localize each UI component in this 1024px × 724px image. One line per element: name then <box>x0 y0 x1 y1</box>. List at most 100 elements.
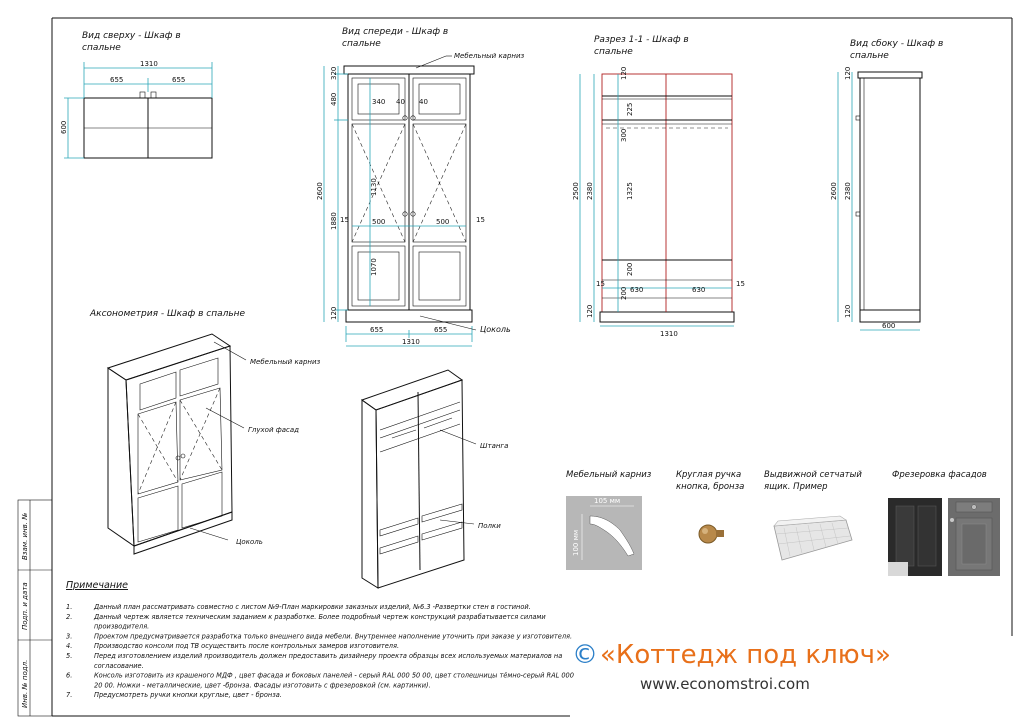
dim-front-h2: 480 <box>330 93 338 106</box>
dim-side-h4: 120 <box>844 305 852 318</box>
dim-front-i9: 1070 <box>370 258 378 276</box>
swatch-knob-title-2: кнопка, бронза <box>676 482 744 492</box>
note-line: Данный чертеж является техническим задан… <box>93 613 546 621</box>
dim-front-i1: 340 <box>372 98 385 106</box>
top-view: Вид сверху - Шкаф в спальне 1310 655 655… <box>60 31 213 159</box>
side-view: Вид сбоку - Шкаф в спальне 120 2600 2380… <box>830 39 943 331</box>
note-number: 1. <box>66 603 72 611</box>
side-view-title-2: спальне <box>850 51 889 61</box>
dim-side-h1: 120 <box>844 67 852 80</box>
interior-view: Штанга Полки <box>360 369 508 589</box>
note-line: 20 00. Ножки - металлические, цвет -брон… <box>94 681 431 689</box>
dim-front-h4: 1880 <box>330 212 338 230</box>
note-number: 4. <box>66 642 72 650</box>
swatch-cornice: Мебельный карниз 105 мм 100 мм <box>566 470 652 570</box>
dim-top-total: 1310 <box>140 60 158 68</box>
front-cornice-label: Мебельный карниз <box>454 52 525 60</box>
note-number: 2. <box>66 613 72 621</box>
dim-section-h2: 225 <box>626 103 634 116</box>
dim-front-h1: 320 <box>330 67 338 80</box>
dim-section-wt: 1310 <box>660 330 678 338</box>
dim-top-a: 655 <box>110 76 123 84</box>
dim-front-i7: 15 <box>340 216 349 224</box>
swatch-cornice-height: 100 мм <box>572 530 580 556</box>
brand-name: «Коттедж под ключ» <box>600 640 891 670</box>
dim-top-depth: 600 <box>60 121 68 134</box>
swatch-milling-title: Фрезеровка фасадов <box>892 470 987 480</box>
dim-front-w1: 655 <box>370 326 383 334</box>
notes-block: Примечание 1. Данный план рассматривать с… <box>66 580 574 699</box>
dim-section-w1: 630 <box>630 286 643 294</box>
swatch-basket-title: Выдвижной сетчатый <box>764 470 862 480</box>
swatch-knob-title: Круглая ручка <box>676 470 741 480</box>
dim-top-b: 655 <box>172 76 185 84</box>
dim-section-h9: 120 <box>586 305 594 318</box>
dim-section-h1: 120 <box>620 67 628 80</box>
stamp-label-a: Взам. инв. № <box>21 512 29 560</box>
dim-front-h3: 2600 <box>316 182 324 200</box>
note-number: 6. <box>66 672 72 680</box>
front-plinth-label: Цоколь <box>480 325 511 334</box>
dim-section-s1: 15 <box>596 280 605 288</box>
top-view-title-2: спальне <box>82 43 121 53</box>
swatch-basket: Выдвижной сетчатый ящик. Пример <box>764 470 862 561</box>
front-cornice <box>343 65 475 75</box>
swatch-cornice-image <box>566 496 642 570</box>
interior-shelves-label: Полки <box>478 522 501 530</box>
dim-section-h5: 200 <box>626 263 634 276</box>
dim-front-wt: 1310 <box>402 338 420 346</box>
section-view: Разрез 1-1 - Шкаф в спальне 120 225 300 … <box>572 35 745 338</box>
swatch-cornice-width: 105 мм <box>594 497 620 505</box>
axo-title: Аксонометрия - Шкаф в спальне <box>89 309 246 319</box>
branding: © «Коттедж под ключ» www.economstroi.com <box>572 640 891 693</box>
section-body <box>601 73 733 313</box>
brand-site: www.economstroi.com <box>640 675 810 693</box>
dim-front-i2: 40 <box>396 98 405 106</box>
interior-rod-label: Штанга <box>480 442 508 450</box>
top-view-title: Вид сверху - Шкаф в <box>82 31 181 41</box>
front-view-title: Вид спереди - Шкаф в <box>342 27 448 37</box>
dim-front-i5: 500 <box>372 218 385 226</box>
swatch-knob: Круглая ручка кнопка, бронза <box>676 470 744 544</box>
section-view-title: Разрез 1-1 - Шкаф в <box>594 35 689 45</box>
stamp-sidebar: Взам. инв. № Подп. и дата Инв. № подл. <box>17 499 53 717</box>
knob-icon <box>698 524 718 544</box>
section-view-title-2: спальне <box>594 47 633 57</box>
side-view-title: Вид сбоку - Шкаф в <box>850 39 943 49</box>
dim-section-h4: 1325 <box>626 182 634 200</box>
dim-section-h3: 300 <box>620 129 628 142</box>
note-line: Данный план рассматривать совместно с ли… <box>93 603 531 611</box>
front-plinth <box>345 309 473 323</box>
axo-facade-label: Глухой фасад <box>248 426 299 434</box>
swatch-milling: Фрезеровка фасадов <box>888 470 1000 576</box>
dim-front-h5: 120 <box>330 307 338 320</box>
axo-plinth-label: Цоколь <box>236 538 263 546</box>
dim-section-h8: 2380 <box>586 182 594 200</box>
dim-front-i8: 15 <box>476 216 485 224</box>
notes-heading: Примечание <box>66 580 128 591</box>
note-line: Производство консоли под ТВ осуществить … <box>94 642 399 650</box>
side-body <box>859 77 921 311</box>
dim-side-h3: 2380 <box>844 182 852 200</box>
dim-front-i6: 500 <box>436 218 449 226</box>
note-number: 7. <box>66 691 72 699</box>
note-line: производителя. <box>94 623 149 631</box>
dim-front-w2: 655 <box>434 326 447 334</box>
brand-copyright-icon: © <box>572 640 598 670</box>
note-number: 3. <box>66 632 72 640</box>
dim-section-h6: 200 <box>620 287 628 300</box>
note-line: Перед изготовлением изделий производител… <box>94 652 562 660</box>
note-line: Консоль изготовить из крашеного МДФ , цв… <box>94 672 574 680</box>
axonometry-view: Аксонометрия - Шкаф в спальне Мебельный … <box>89 309 321 555</box>
dim-section-w2: 630 <box>692 286 705 294</box>
swatch-cornice-title: Мебельный карниз <box>566 470 652 480</box>
dim-side-w: 600 <box>882 322 895 330</box>
dim-section-h7: 2500 <box>572 182 580 200</box>
stamp-label-b: Подп. и дата <box>21 582 29 630</box>
dim-section-s2: 15 <box>736 280 745 288</box>
note-line: Предусмотреть ручки кнопки круглые, цвет… <box>94 691 282 699</box>
stamp-label-c: Инв. № подл. <box>21 660 29 708</box>
note-line: согласование. <box>94 662 144 670</box>
front-view-title-2: спальне <box>342 39 381 49</box>
